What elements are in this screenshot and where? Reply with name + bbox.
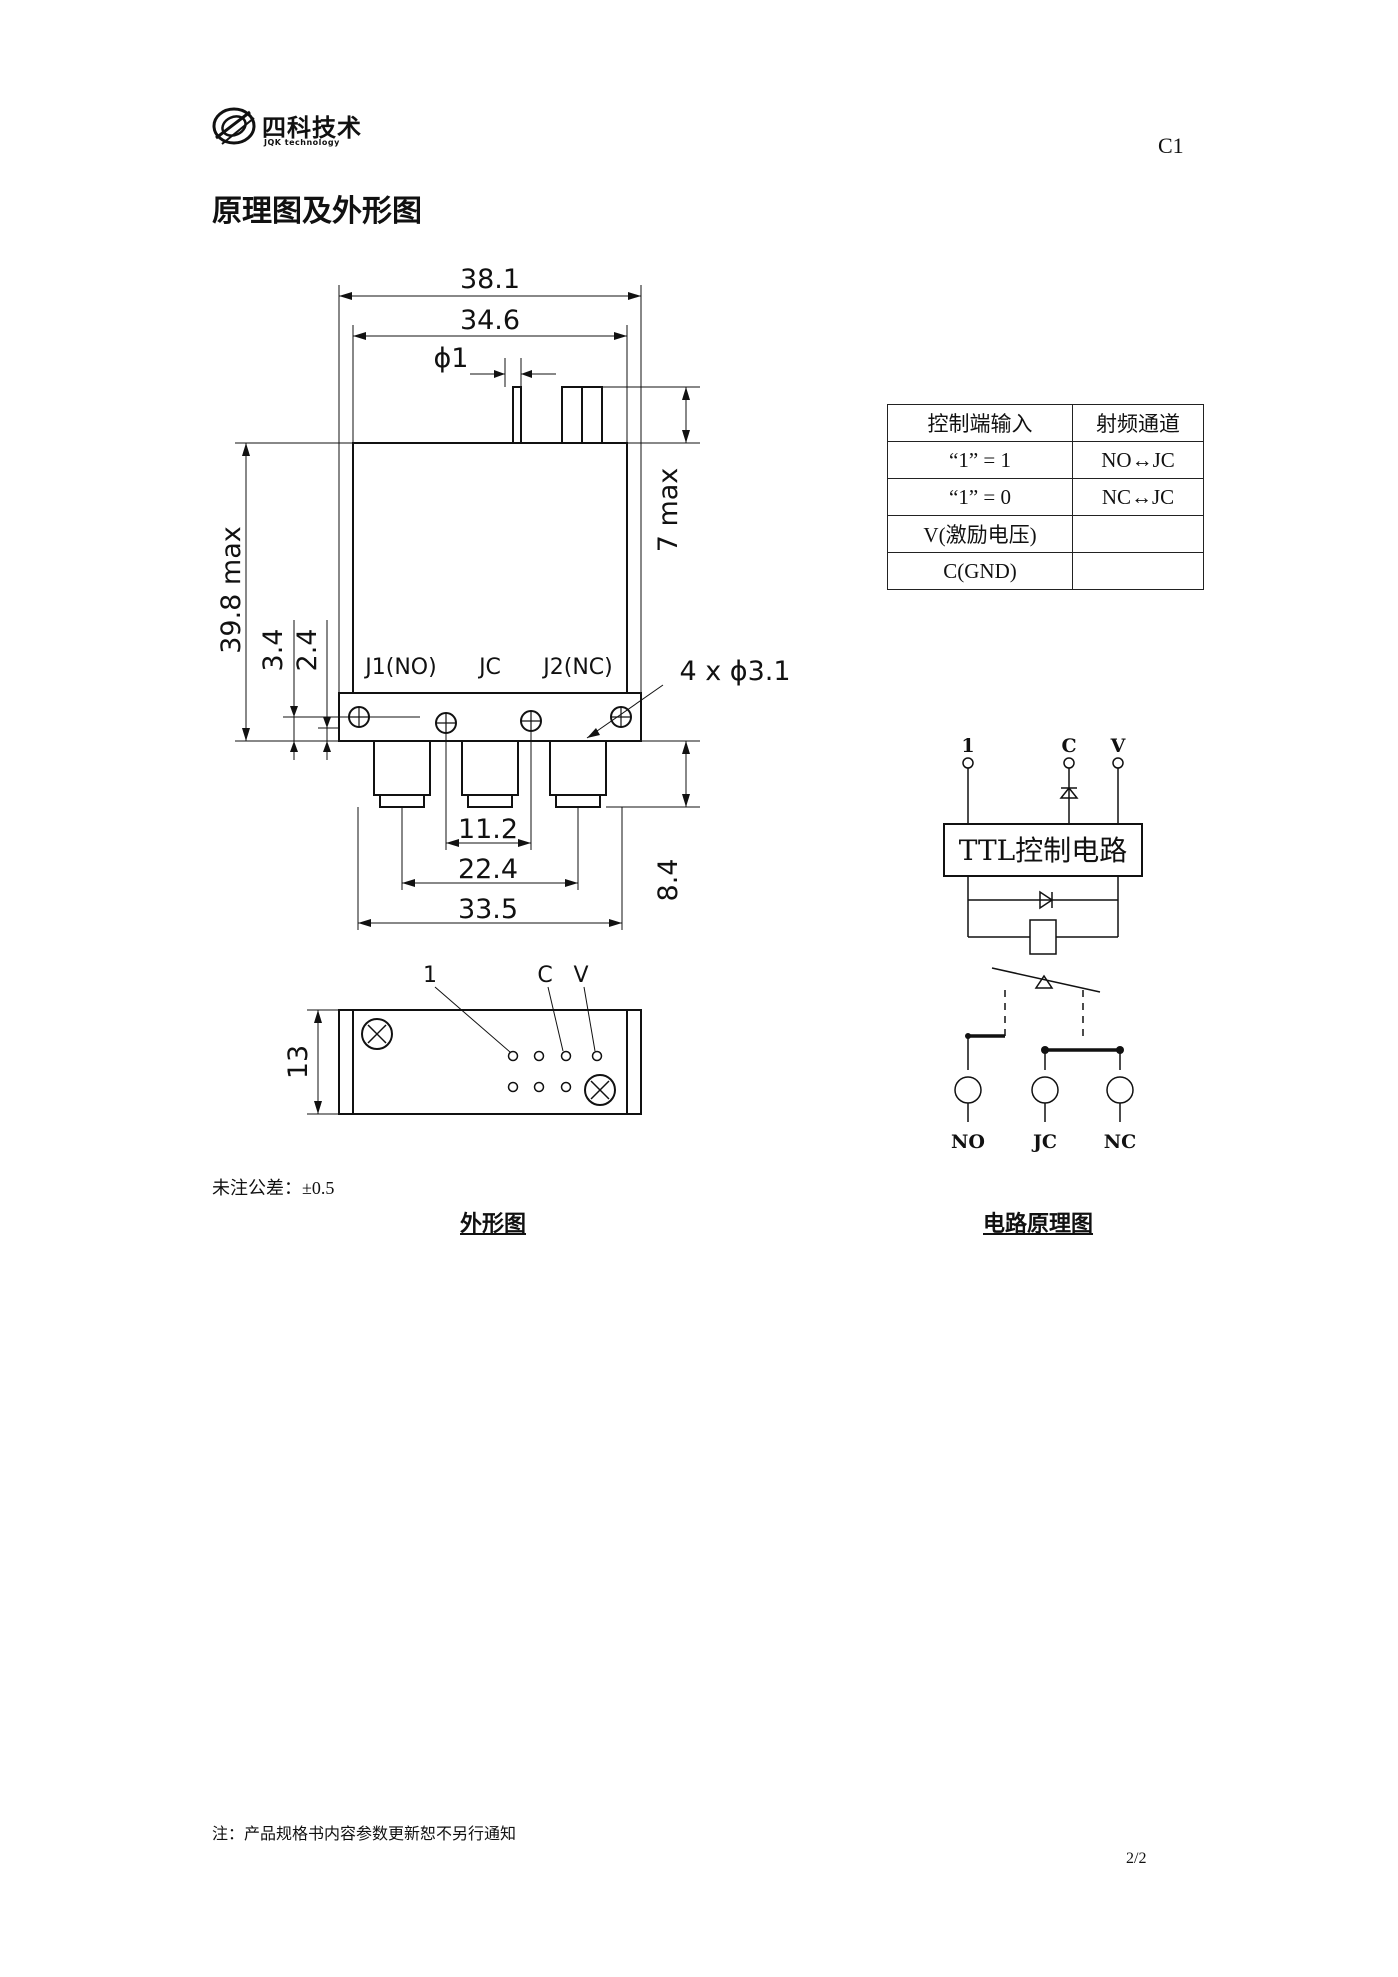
company-logo: 四科技术 JQK technology — [210, 104, 390, 150]
dim-8-4: 8.4 — [653, 859, 684, 902]
dim-11-2: 11.2 — [458, 814, 518, 845]
logo-text: 四科技术 — [262, 114, 362, 142]
caption-outline: 外形图 — [460, 1212, 527, 1237]
schematic-pin-v: V — [1110, 735, 1127, 757]
table-cell: C(GND) — [887, 552, 1073, 590]
table-cell: NC↔JC — [1072, 478, 1204, 516]
table-row: 控制端输入 射频通道 — [887, 404, 1204, 442]
schematic-pin-c: C — [1061, 735, 1076, 757]
logo-subtext: JQK technology — [264, 138, 340, 147]
pin-label-1: 1 — [423, 963, 437, 988]
outline-drawing: 38.1 34.6 ϕ1 7 max 39.8 max 3.4 2.4 J1(N… — [216, 264, 791, 1115]
schematic-port-jc: JC — [1031, 1131, 1057, 1153]
port-label-j1: J1(NO) — [363, 655, 436, 680]
table-row: “1” = 1 NO↔JC — [887, 441, 1204, 479]
port-label-j2: J2(NC) — [541, 655, 612, 680]
table-header-cell: 射频通道 — [1072, 404, 1204, 442]
dim-13: 13 — [283, 1045, 314, 1079]
table-cell: V(激励电压) — [887, 515, 1073, 553]
dim-phi1: ϕ1 — [434, 343, 469, 374]
table-row: “1” = 0 NC↔JC — [887, 478, 1204, 516]
logo-emblem-icon — [212, 107, 256, 145]
tolerance-note: 未注公差：±0.5 — [212, 1178, 335, 1198]
control-table: 控制端输入 射频通道 “1” = 1 NO↔JC “1” = 0 NC↔JC V… — [887, 404, 1204, 590]
caption-circuit: 电路原理图 — [983, 1212, 1094, 1237]
dim-holes: 4 x ϕ3.1 — [679, 656, 790, 687]
dim-33-5: 33.5 — [458, 894, 518, 925]
table-cell: “1” = 1 — [887, 441, 1073, 479]
dim-7max: 7 max — [653, 468, 684, 553]
table-cell: NO↔JC — [1072, 441, 1204, 479]
dim-38-1: 38.1 — [460, 264, 520, 295]
schematic-port-no: NO — [951, 1131, 985, 1153]
dim-3-4: 3.4 — [258, 629, 289, 672]
table-row: V(激励电压) — [887, 515, 1204, 553]
pin-label-c: C — [537, 963, 552, 988]
dim-2-4: 2.4 — [292, 629, 323, 672]
dim-39-8max: 39.8 max — [216, 526, 247, 654]
table-cell — [1072, 515, 1204, 553]
table-cell: “1” = 0 — [887, 478, 1073, 516]
table-header-cell: 控制端输入 — [887, 404, 1073, 442]
schematic-port-nc: NC — [1104, 1131, 1137, 1153]
port-label-jc: JC — [477, 655, 501, 680]
circuit-schematic: 1 C V TTL控制电路 NO JC NC — [943, 735, 1143, 1153]
schematic-pin-1: 1 — [961, 735, 974, 757]
section-title: 原理图及外形图 — [212, 194, 422, 229]
page-number: 2/2 — [1126, 1850, 1147, 1867]
dim-22-4: 22.4 — [458, 854, 518, 885]
table-row: C(GND) — [887, 552, 1204, 590]
footer-note: 注：产品规格书内容参数更新恕不另行通知 — [212, 1824, 517, 1843]
table-cell — [1072, 552, 1204, 590]
dim-34-6: 34.6 — [460, 305, 520, 336]
ttl-control-label: TTL控制电路 — [959, 834, 1127, 867]
document-code: C1 — [1158, 133, 1184, 158]
pin-label-v: V — [573, 963, 588, 988]
